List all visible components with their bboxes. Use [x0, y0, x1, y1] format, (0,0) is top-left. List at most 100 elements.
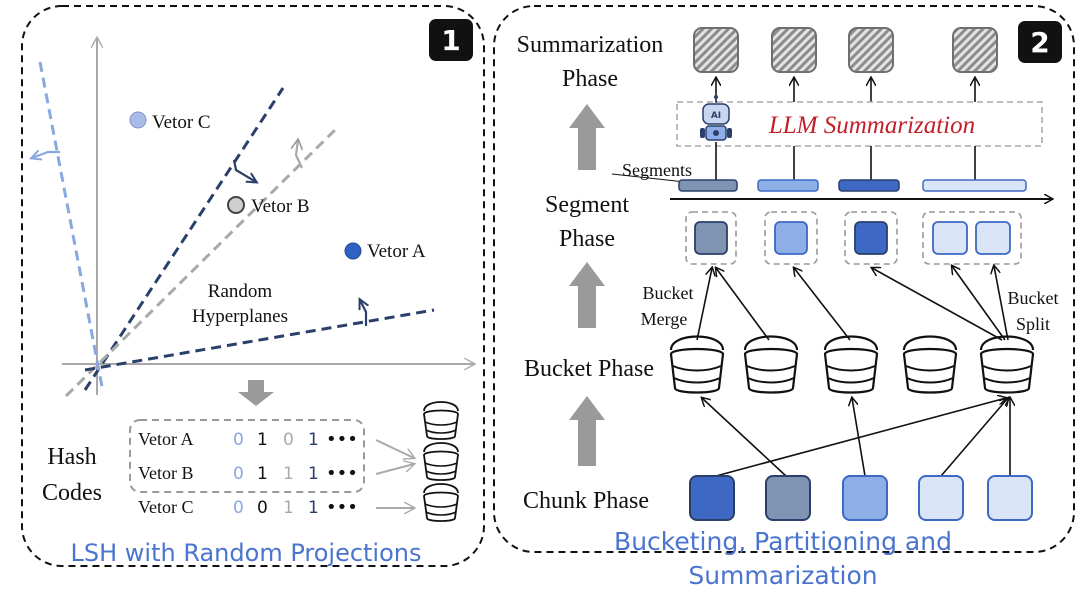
llm-summarization-box [676, 101, 1043, 147]
code-row-label: Vetor A [138, 429, 194, 449]
hyperplane-dark-flat [84, 308, 435, 372]
bucket-icon [979, 335, 1035, 394]
panel2-border [493, 5, 1075, 553]
summary-tile [693, 27, 739, 73]
merge-arrow [696, 268, 712, 341]
code-bit: 1 [308, 498, 319, 518]
split-arrow [994, 266, 1009, 341]
code-bit: 1 [257, 430, 268, 450]
panel-bucketing: 2 Summarization Phase Segment Phase Buck… [493, 5, 1075, 590]
summary-tile [952, 27, 998, 73]
code-bit: 1 [308, 464, 319, 484]
hash-group-box [129, 419, 365, 493]
llm-summarization-label: LLM Summarization [768, 112, 975, 139]
chunk-tile [987, 475, 1033, 521]
chunk-arrow [715, 398, 1006, 477]
bucket-merge-label-2: Merge [641, 309, 688, 329]
hash-bucket-icon [423, 401, 459, 440]
code-row-label: Vetor B [138, 463, 194, 483]
panel1-caption: LSH with Random Projections [71, 539, 422, 567]
segment-bar [678, 179, 738, 192]
summary-tile [848, 27, 894, 73]
vector-a-label: Vetor A [367, 241, 426, 262]
bucket-arrow [794, 268, 851, 341]
bucket-split-label-1: Bucket [1008, 288, 1059, 308]
segment-chunk [932, 221, 968, 255]
phase-up-arrow [569, 262, 605, 328]
hash-label-2: Codes [42, 480, 102, 506]
segment-phase-label-2: Phase [559, 226, 615, 252]
code-bit: 1 [308, 430, 319, 450]
panel-lsh: 1 Vetor C Vetor B Vetor A Random Hyperpl… [21, 5, 485, 567]
panel1-badge [429, 19, 473, 61]
vector-b-label: Vetor B [251, 196, 310, 217]
bucket-split-label-2: Split [1016, 314, 1050, 334]
code-row-b: Vetor B 0 1 1 1 ••• [138, 463, 358, 484]
bucket-icon [902, 335, 958, 394]
phase-up-arrow [569, 396, 605, 466]
hyperplane-gray [64, 126, 339, 398]
hyperplanes-label-1: Random [208, 281, 273, 302]
segment-chunk [854, 221, 888, 255]
code-bit: 1 [257, 464, 268, 484]
hyperplanes-label-2: Hyperplanes [192, 306, 288, 327]
code-arrow-b [375, 464, 414, 475]
chunk-tile [689, 475, 735, 521]
robot-icon: AI [700, 95, 732, 141]
segments-label: Segments [622, 160, 692, 180]
hash-label-1: Hash [47, 444, 96, 470]
code-bit: 1 [283, 464, 294, 484]
segment-chunk [694, 221, 728, 255]
bucket-icon [669, 335, 725, 394]
segment-group [764, 211, 818, 265]
panel2-badge-text: 2 [1030, 26, 1049, 59]
chunk-tile [765, 475, 811, 521]
bucket-icon [743, 335, 799, 394]
code-dots: ••• [326, 497, 358, 518]
split-arrow [952, 266, 1006, 341]
code-dots: ••• [326, 429, 358, 450]
panel2-caption-1: Bucketing, Partitioning and [614, 527, 952, 556]
code-bit: 1 [283, 498, 294, 518]
normal-arrow-4 [32, 152, 60, 158]
vector-c-point [129, 111, 147, 129]
code-bit: 0 [257, 498, 268, 518]
phase-up-arrow [569, 104, 605, 170]
vector-c-label: Vetor C [152, 112, 211, 133]
panel1-border [21, 5, 485, 567]
chunk-tile [918, 475, 964, 521]
segment-group [685, 211, 737, 265]
code-row-label: Vetor C [138, 497, 194, 517]
segment-chunk [975, 221, 1011, 255]
chunk-arrow [852, 398, 866, 477]
segment-phase-label-1: Segment [545, 192, 629, 218]
hyperplane-dark-steep [83, 87, 285, 391]
code-bit: 0 [233, 430, 244, 450]
segment-group [922, 211, 1022, 265]
chunk-arrow [940, 398, 1008, 477]
code-row-a: Vetor A 0 1 0 1 ••• [138, 429, 358, 450]
code-bit: 0 [233, 464, 244, 484]
segment-group [844, 211, 898, 265]
bucket-merge-label-1: Bucket [643, 283, 694, 303]
segment-chunk [774, 221, 808, 255]
hyperplane-light [38, 61, 105, 393]
segment-bar [757, 179, 819, 192]
summarization-phase-label-2: Phase [562, 66, 618, 92]
vector-a-point [344, 242, 362, 260]
hash-bucket-icon [423, 483, 459, 522]
panel1-badge-text: 1 [441, 24, 460, 57]
summarization-phase-label-1: Summarization [517, 32, 664, 58]
code-bit: 0 [233, 498, 244, 518]
segment-bar [838, 179, 900, 192]
normal-arrow-2 [296, 140, 302, 169]
bucket-phase-label: Bucket Phase [524, 356, 654, 382]
normal-arrow-3 [360, 300, 366, 326]
code-arrow-a [375, 439, 414, 458]
bucket-arrow [872, 268, 1003, 341]
summary-tile [771, 27, 817, 73]
chunk-tile [842, 475, 888, 521]
code-dots: ••• [326, 463, 358, 484]
chunk-phase-label: Chunk Phase [523, 488, 649, 514]
